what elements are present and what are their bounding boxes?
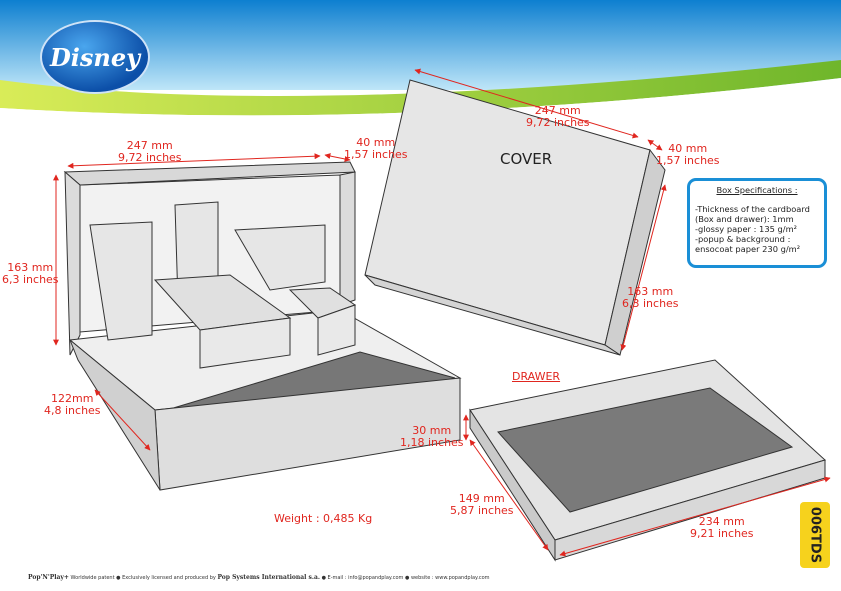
footer: Pop'N'Play+ Worldwide patent ● Exclusive… [28,574,490,581]
footer-company: Pop Systems International s.a. [217,574,320,581]
footer-text: Worldwide patent ● Exclusively licensed … [70,575,216,581]
footer-contact: ● E-mail : info@popandplay.com ● website… [321,575,490,581]
drawer-title: DRAWER [512,370,561,383]
logo-text: Disney [49,42,141,72]
footer-brand: Pop'N'Play+ [28,574,69,581]
dimension-lines [53,68,831,557]
spec-line: -glossy paper : 135 g/m² [695,224,797,234]
open-box [63,161,462,491]
product-code-tag: 006TDS [800,502,830,568]
spec-title: Box Specifications : [716,185,798,195]
weight: Weight : 0,485 Kg [274,512,373,525]
cover-title: COVER [500,150,553,168]
spec-line: -Thickness of the cardboard (Box and dra… [695,204,810,224]
product-code: 006TDS [807,506,823,564]
cover [364,79,666,356]
disney-logo: Disney [40,20,150,94]
box-specifications: Box Specifications : -Thickness of the c… [687,178,827,268]
spec-line: -popup & background : ensocoat paper 230… [695,234,801,254]
